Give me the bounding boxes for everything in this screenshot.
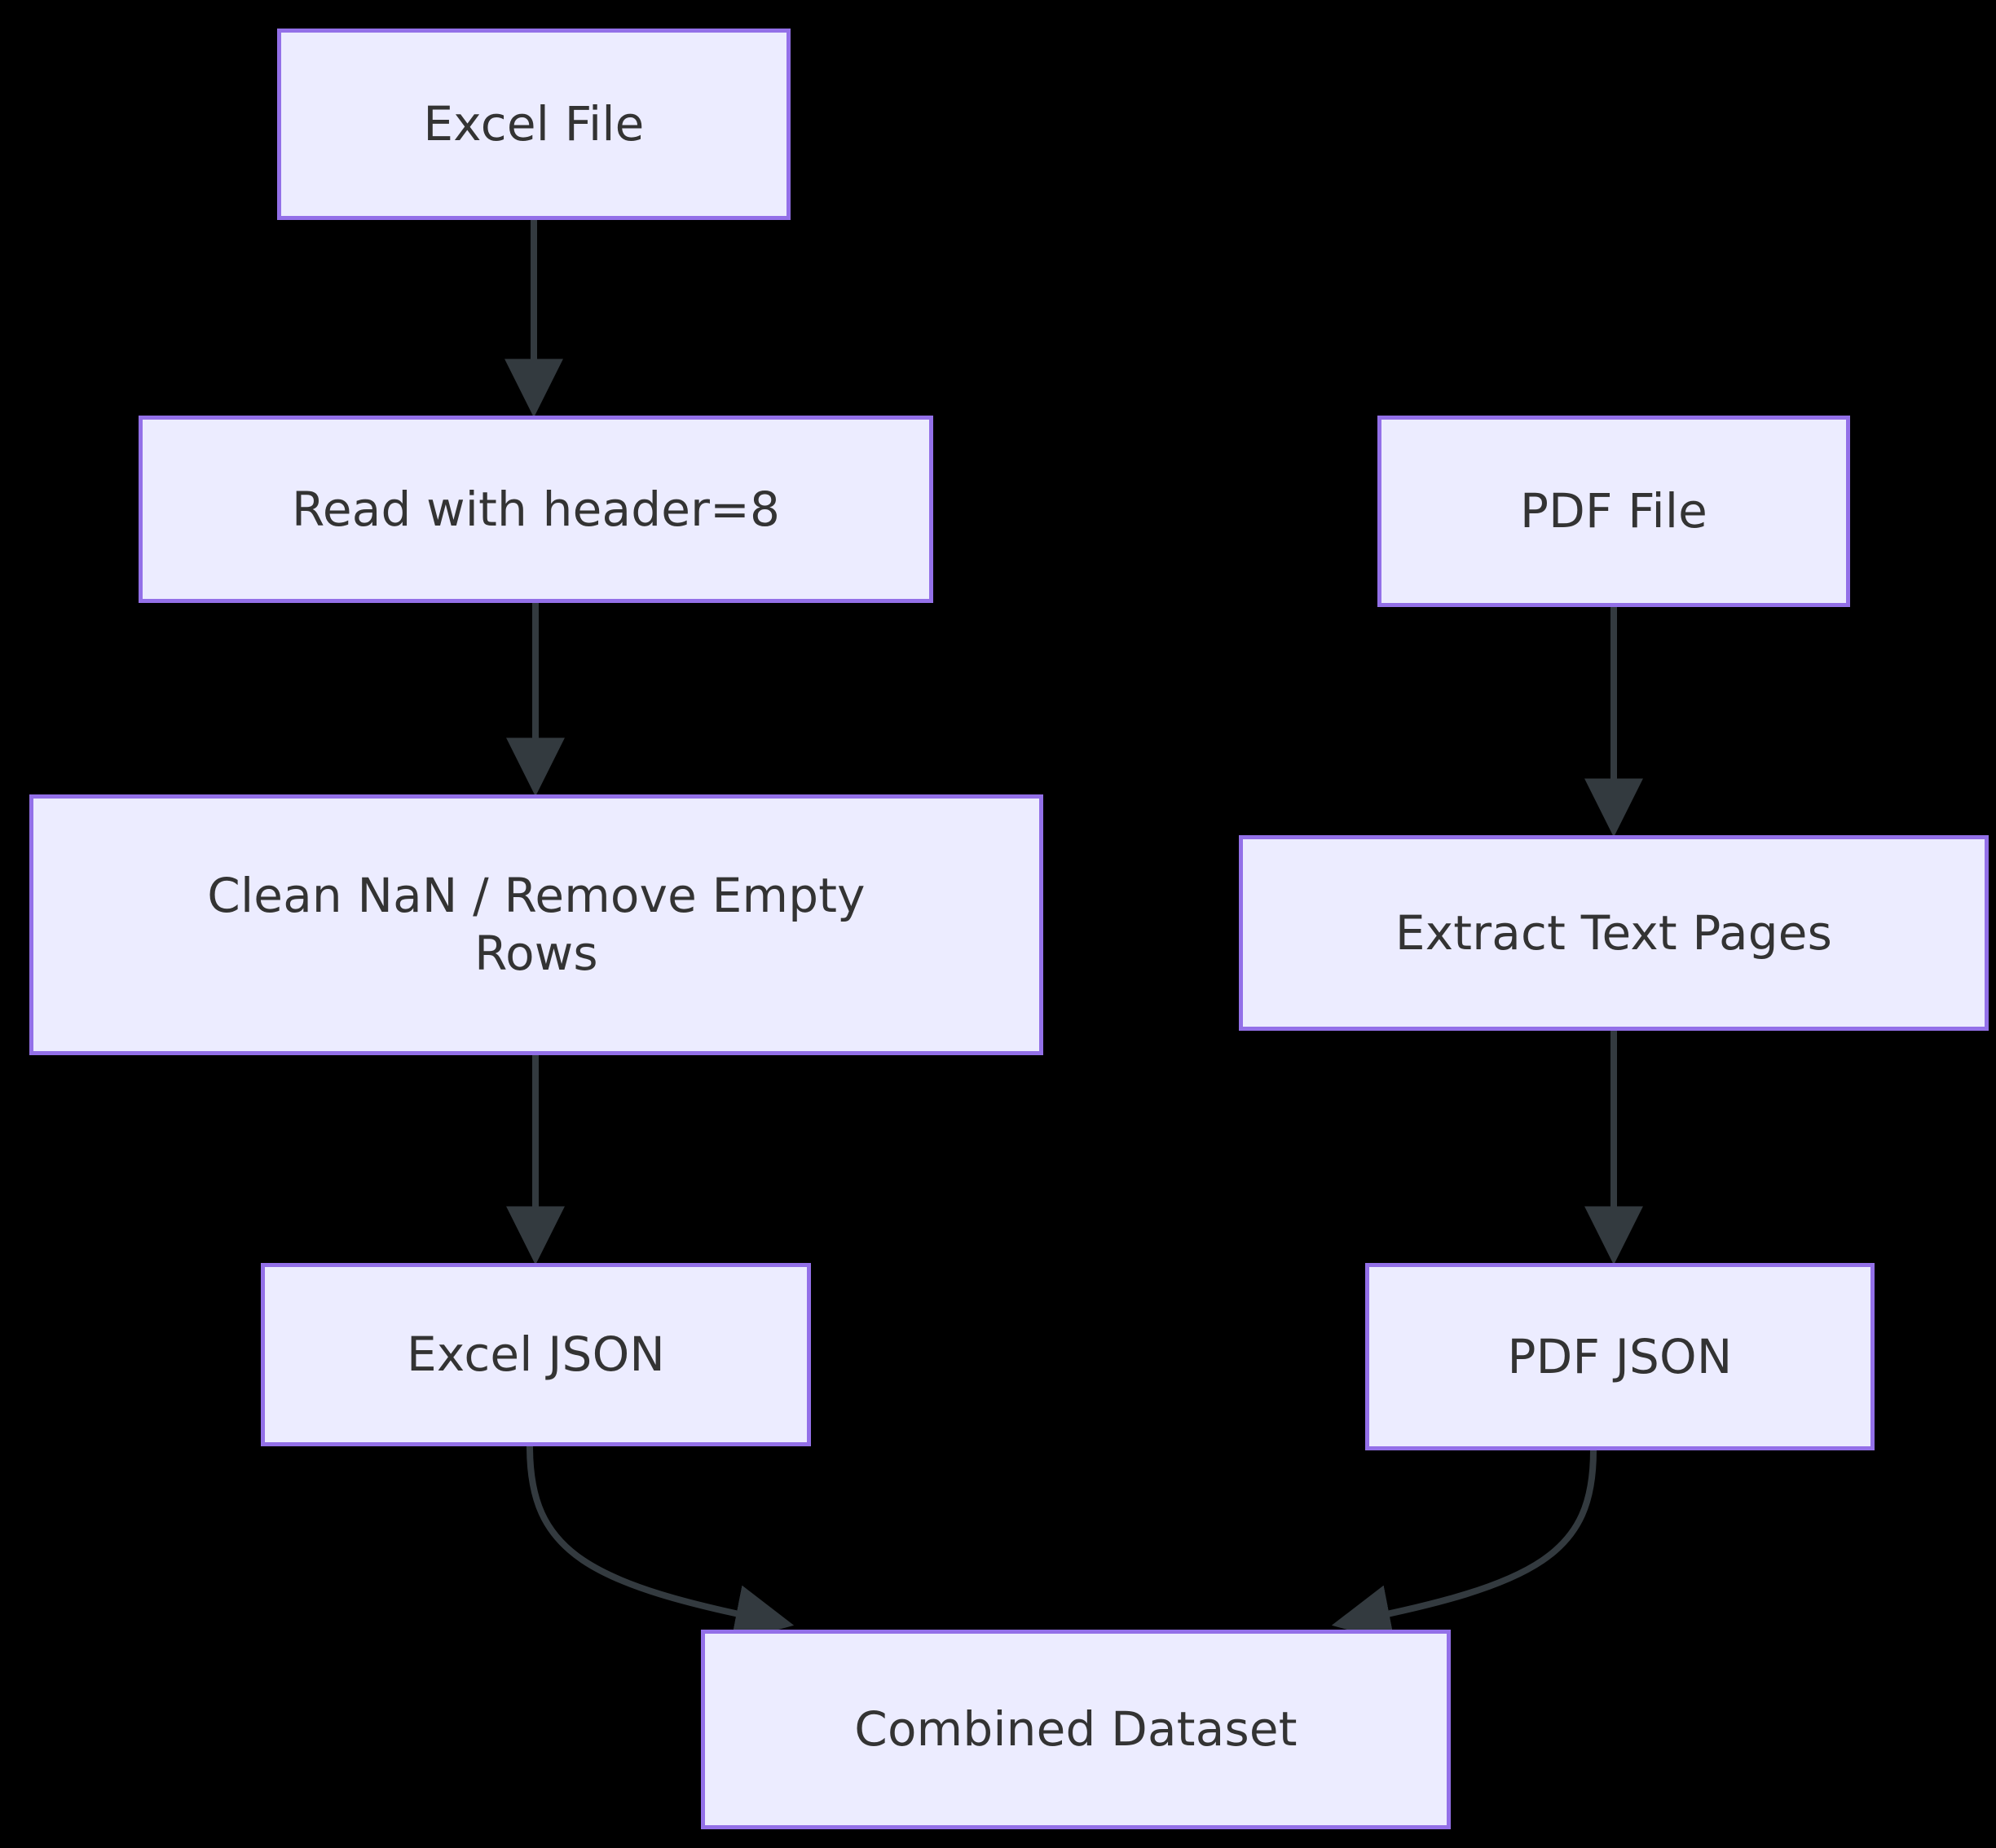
node-read-with-header[interactable]: Read with header=8 xyxy=(139,416,933,603)
node-pdf-json[interactable]: PDF JSON xyxy=(1365,1263,1875,1450)
node-clean-nan-remove-empty-rows-label: Clean NaN / Remove Empty Rows xyxy=(207,868,866,981)
node-clean-nan-remove-empty-rows[interactable]: Clean NaN / Remove Empty Rows xyxy=(29,794,1043,1055)
node-excel-file[interactable]: Excel File xyxy=(277,29,791,220)
edge-excel-json-to-combined-dataset xyxy=(527,1445,795,1643)
node-read-with-header-label: Read with header=8 xyxy=(291,481,781,537)
node-extract-text-pages-label: Extract Text Pages xyxy=(1395,904,1833,961)
node-pdf-json-label: PDF JSON xyxy=(1507,1328,1733,1384)
edge-pdf-json-to-combined-dataset xyxy=(1331,1450,1597,1643)
node-pdf-file-label: PDF File xyxy=(1519,483,1708,539)
node-pdf-file[interactable]: PDF File xyxy=(1377,416,1850,607)
node-excel-json-label: Excel JSON xyxy=(406,1327,666,1383)
node-extract-text-pages[interactable]: Extract Text Pages xyxy=(1239,835,1989,1031)
node-combined-dataset-label: Combined Dataset xyxy=(854,1701,1298,1758)
node-excel-file-label: Excel File xyxy=(423,96,645,152)
node-excel-json[interactable]: Excel JSON xyxy=(261,1263,811,1446)
node-combined-dataset[interactable]: Combined Dataset xyxy=(701,1630,1451,1829)
